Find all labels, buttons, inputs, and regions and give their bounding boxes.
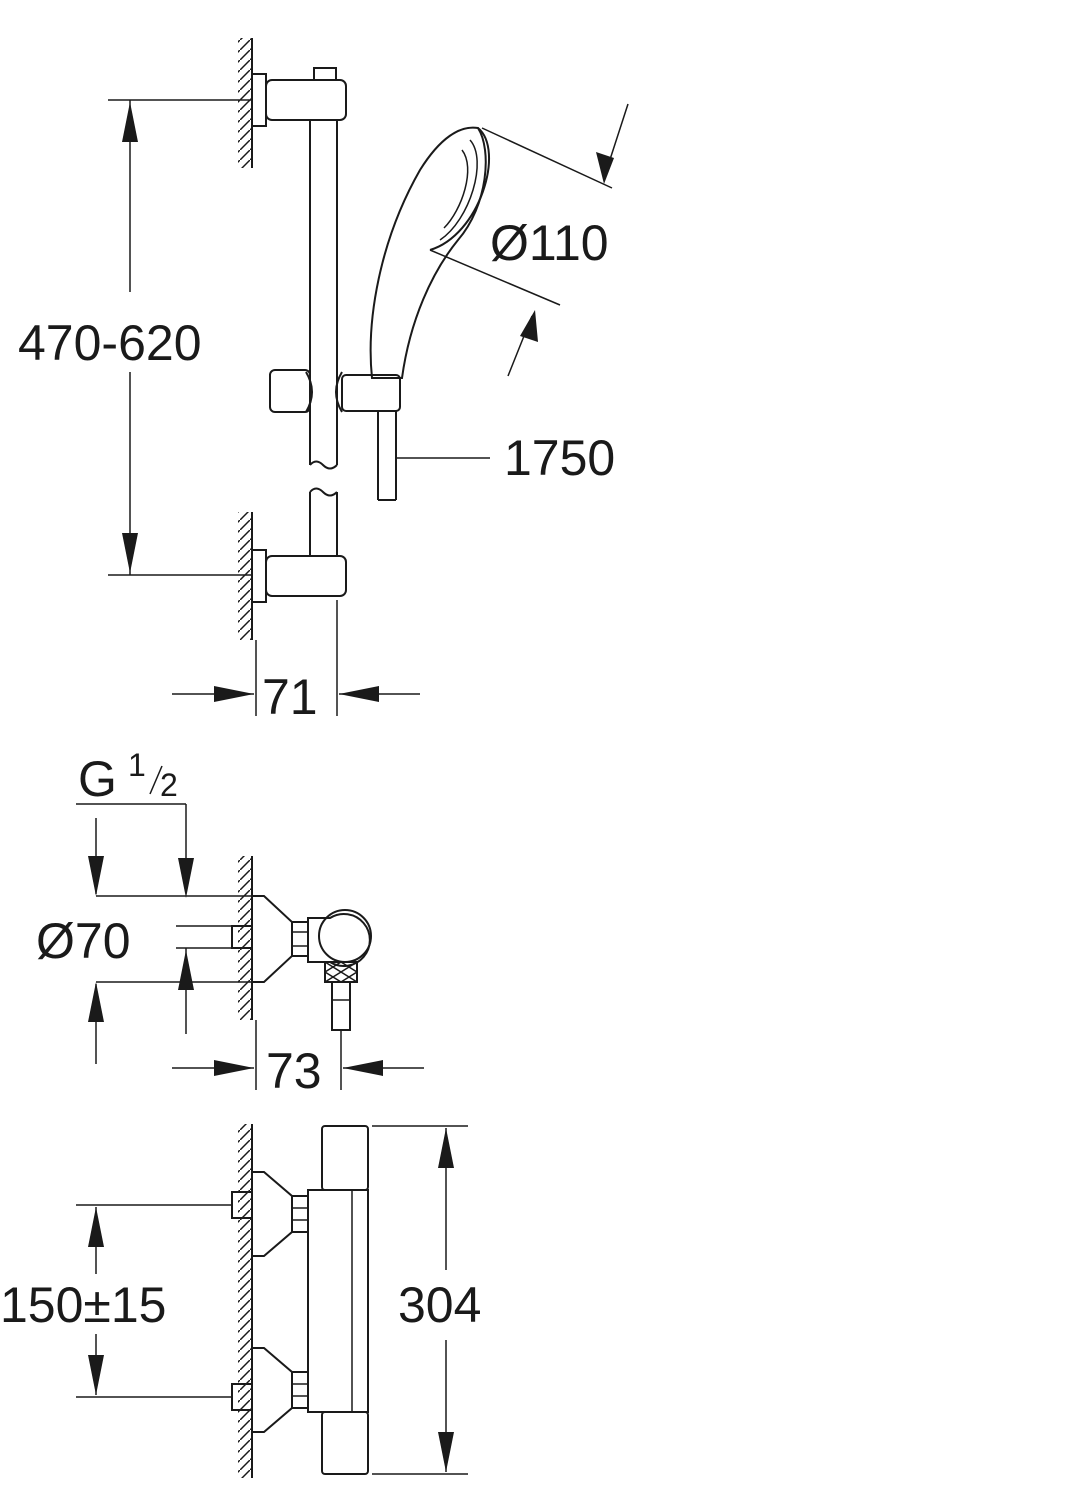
thread-size-label: G	[78, 751, 117, 807]
rail-bracket-top	[251, 67, 347, 127]
head-diameter-dimension	[429, 103, 629, 377]
thermostat-front-body	[307, 1125, 369, 1475]
shower-rail-drawing: 470-620 Ø110 1750 71	[18, 38, 629, 725]
shower-hose	[377, 411, 397, 501]
projection-label: 73	[266, 1043, 322, 1099]
head-diameter-label: Ø110	[490, 215, 609, 271]
rail-height-label: 470-620	[18, 315, 202, 371]
slider-holder	[269, 369, 401, 413]
thread-fraction-numerator: 1	[128, 747, 146, 783]
rail-bracket-bottom	[251, 549, 347, 603]
slide-rail	[309, 120, 338, 555]
body-height-dimension	[372, 1125, 468, 1475]
hose-length-label: 1750	[504, 430, 615, 486]
inlet-spacing-label: 150±15	[0, 1277, 166, 1333]
wall-distance-label: 71	[262, 669, 318, 725]
inlet-spacing-dimension	[76, 1204, 232, 1398]
thread-fraction-denominator: 2	[160, 767, 178, 803]
hand-shower	[369, 126, 491, 379]
thread-fraction-bar	[149, 765, 163, 795]
wall-side	[238, 856, 253, 1020]
wall-front	[238, 1124, 253, 1478]
wall-top	[238, 38, 253, 168]
projection-dimension	[172, 1020, 424, 1090]
wall-distance-dimension	[172, 600, 420, 716]
thermostat-front-drawing: 150±15 304	[0, 1124, 481, 1478]
rail-height-dimension	[108, 99, 252, 576]
body-height-label: 304	[398, 1277, 481, 1333]
thermostat-side-drawing: G 1 2	[36, 747, 424, 1099]
rosette-diameter-dimension	[88, 818, 264, 1064]
rosette-diameter-label: Ø70	[36, 913, 131, 969]
wall-bottom	[238, 512, 253, 640]
